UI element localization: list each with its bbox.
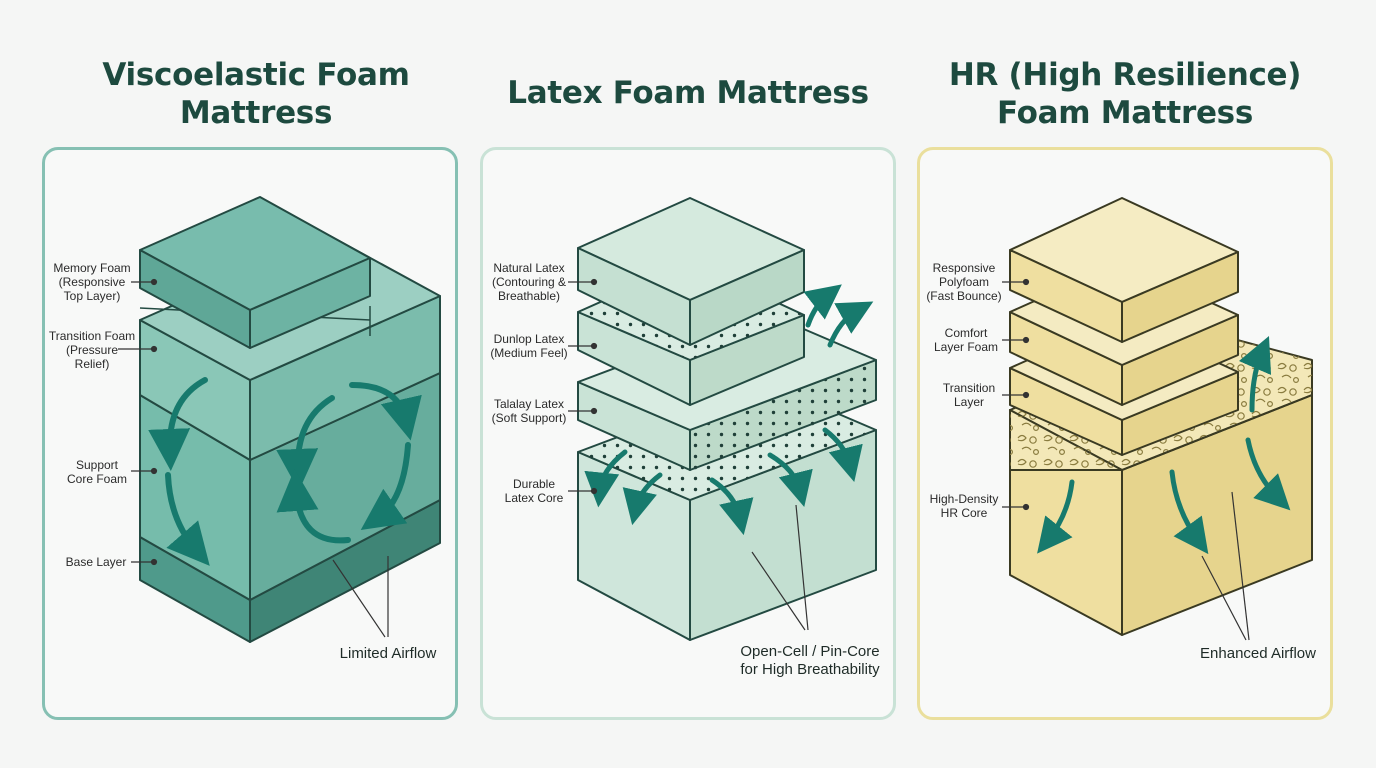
callout-open-cell: Open-Cell / Pin-Core for High Breathabil… — [740, 643, 880, 678]
layer-label-transition-layer: Transition Layer — [942, 381, 996, 409]
hr-arrows — [1037, 335, 1291, 555]
layer-label-support-core: Support Core Foam — [66, 458, 128, 486]
layer-label-base-layer: Base Layer — [65, 555, 127, 569]
hr-leaders — [1002, 278, 1250, 641]
layer-label-dunlop-latex: Dunlop Latex (Medium Feel) — [490, 332, 568, 360]
layer-label-talalay-latex: Talalay Latex (Soft Support) — [491, 397, 567, 425]
viscoelastic-arrows — [148, 377, 422, 566]
panel-title-hr: HR (High Resilience) Foam Mattress — [948, 57, 1302, 131]
layer-label-hr-core: High-Density HR Core — [929, 492, 999, 520]
layer-label-memory-foam: Memory Foam (Responsive Top Layer) — [53, 261, 131, 303]
hr-stack — [1009, 197, 1313, 636]
layer-label-transition-foam: Transition Foam (Pressure Relief) — [48, 329, 136, 371]
viscoelastic-stack — [139, 196, 441, 643]
layer-label-comfort-layer: Comfort Layer Foam — [933, 326, 999, 354]
layer-label-responsive-polyfoam: Responsive Polyfoam (Fast Bounce) — [926, 261, 1002, 303]
latex-leaders — [568, 278, 809, 631]
viscoelastic-leaders — [118, 278, 389, 638]
latex-arrows — [584, 284, 874, 536]
callout-limited-airflow: Limited Airflow — [339, 645, 437, 662]
latex-stack — [577, 197, 877, 641]
panel-title-viscoelastic: Viscoelastic Foam Mattress — [102, 57, 410, 131]
layer-label-latex-core: Durable Latex Core — [504, 477, 564, 505]
panel-title-latex: Latex Foam Mattress — [507, 75, 869, 111]
callout-enhanced-airflow: Enhanced Airflow — [1200, 645, 1316, 662]
layer-label-natural-latex: Natural Latex (Contouring & Breathable) — [491, 261, 567, 303]
